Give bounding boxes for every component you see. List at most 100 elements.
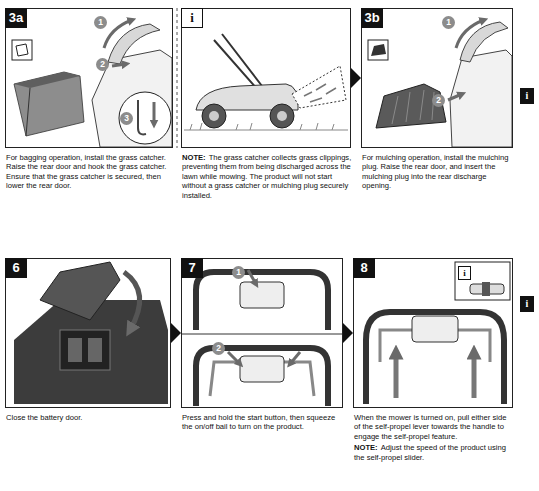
battery-door-art-part xyxy=(40,262,120,320)
step-number: 3b xyxy=(361,8,383,28)
mulching-plug-art-part xyxy=(456,20,484,48)
step-number: i xyxy=(181,8,203,28)
step-caption: When the mower is turned on, pull either… xyxy=(354,413,514,464)
step-panel: iNOTE:The grass catcher collects grass c… xyxy=(181,8,351,148)
instruction-text: For mulching operation, install the mulc… xyxy=(362,153,508,190)
mulching-plug-art-part xyxy=(392,90,434,124)
grass-catcher-art-part xyxy=(14,72,84,136)
grass-catcher-art-part xyxy=(92,50,172,147)
grass-catcher-art xyxy=(12,8,177,148)
step-panel: 3bFor mulching operation, install the mu… xyxy=(361,8,513,148)
flow-arrow xyxy=(351,68,361,88)
caption-paragraph: For bagging operation, install the grass… xyxy=(6,153,174,191)
battery-door-art xyxy=(14,262,168,404)
info-icon: i xyxy=(458,266,471,280)
battery-door-art-part xyxy=(60,330,110,370)
start-button-art-part xyxy=(240,282,284,308)
caption-paragraph: NOTE:The grass catcher collects grass cl… xyxy=(182,153,352,200)
caption-paragraph: For mulching operation, install the mulc… xyxy=(362,153,514,191)
mulching-plug-art-part xyxy=(368,40,388,60)
info-tab: i xyxy=(520,88,534,104)
callout-number: 1 xyxy=(94,16,107,29)
mowing-side-view-art-part xyxy=(304,84,336,102)
caption-paragraph: When the mower is turned on, pull either… xyxy=(354,413,514,441)
step-panel: 3aFor bagging operation, install the gra… xyxy=(5,8,173,148)
step-number: 3a xyxy=(5,8,27,28)
caption-paragraph: NOTE:Adjust the speed of the product usi… xyxy=(354,443,514,462)
callout-number: 2 xyxy=(432,94,445,107)
grass-catcher-art-part xyxy=(177,8,178,148)
grass-catcher-art-part xyxy=(12,40,32,60)
grass-catcher-art-part xyxy=(119,92,171,144)
callout-number: 1 xyxy=(232,266,245,279)
start-button-art-part xyxy=(290,352,300,364)
note-heading: NOTE: xyxy=(354,443,378,452)
self-propel-art-part xyxy=(366,312,504,404)
step-panel: 6Close the battery door. xyxy=(5,258,171,408)
mulching-plug-art xyxy=(368,20,512,147)
start-button-art-part xyxy=(248,270,256,284)
self-propel-art-part xyxy=(455,262,510,300)
grass-catcher-art-part xyxy=(26,88,30,136)
battery-door-art-part xyxy=(124,272,140,330)
step-caption: NOTE:The grass catcher collects grass cl… xyxy=(182,153,352,202)
mowing-side-view-art-part xyxy=(184,130,348,131)
self-propel-art-part xyxy=(394,352,399,398)
mowing-side-view-art-part xyxy=(292,66,346,108)
instruction-text: Press and hold the start button, then sq… xyxy=(182,413,335,431)
start-button-art-part xyxy=(240,356,284,382)
start-button-art xyxy=(181,270,343,406)
grass-catcher-art-part xyxy=(138,100,146,134)
caption-paragraph: Close the battery door. xyxy=(6,413,172,422)
step-caption: Press and hold the start button, then sq… xyxy=(182,413,344,434)
self-propel-art-part xyxy=(472,352,477,398)
info-tab: i xyxy=(520,296,534,312)
start-button-art-part xyxy=(196,272,328,330)
mowing-side-view-art xyxy=(184,34,348,130)
callout-number: 2 xyxy=(212,342,225,355)
flow-arrow xyxy=(343,323,353,343)
mowing-side-view-art-part xyxy=(214,34,262,90)
self-propel-art-part xyxy=(412,316,458,342)
step-panel: 7Press and hold the start button, then s… xyxy=(181,258,343,408)
arrow-head xyxy=(343,323,353,343)
mowing-side-view-art-part xyxy=(277,111,287,121)
step-panel: 8When the mower is turned on, pull eithe… xyxy=(353,258,513,408)
arrow-head xyxy=(171,323,181,343)
step-number: 6 xyxy=(5,258,27,278)
instruction-text: Close the battery door. xyxy=(6,413,82,422)
start-button-art-part xyxy=(228,352,240,364)
grass-catcher-art-part xyxy=(112,64,126,66)
grass-catcher-art-part xyxy=(16,44,28,56)
caption-paragraph: Press and hold the start button, then sq… xyxy=(182,413,344,432)
step-caption: For mulching operation, install the mulc… xyxy=(362,153,514,193)
battery-door-art-part xyxy=(88,338,102,362)
mulching-plug-art-part xyxy=(450,50,512,147)
flow-arrow xyxy=(171,323,181,343)
step-number: 7 xyxy=(181,258,203,278)
mowing-side-view-art-part xyxy=(209,111,219,121)
self-propel-art-part xyxy=(482,282,490,296)
battery-door-art-part xyxy=(68,338,82,362)
grass-catcher-art-part xyxy=(153,102,156,124)
grass-catcher-art-part xyxy=(104,20,132,48)
self-propel-art xyxy=(366,262,510,404)
mowing-side-view-art-part xyxy=(202,104,226,128)
mulching-plug-art-part xyxy=(376,84,446,128)
mulching-plug-art-part xyxy=(371,44,386,56)
callout-number: 3 xyxy=(120,112,133,125)
arrow-head xyxy=(351,68,361,88)
step-caption: Close the battery door. xyxy=(6,413,172,424)
mowing-side-view-art-part xyxy=(270,104,294,128)
start-button-art-part xyxy=(196,348,328,406)
note-heading: NOTE: xyxy=(182,153,206,162)
mulching-plug-art-part xyxy=(448,94,462,100)
step-caption: For bagging operation, install the grass… xyxy=(6,153,174,193)
instruction-text: For bagging operation, install the grass… xyxy=(6,153,166,190)
grass-catcher-art-part xyxy=(14,72,80,88)
instruction-text: When the mower is turned on, pull either… xyxy=(354,413,506,441)
callout-number: 2 xyxy=(96,58,109,71)
mowing-side-view-art-part xyxy=(190,123,334,130)
